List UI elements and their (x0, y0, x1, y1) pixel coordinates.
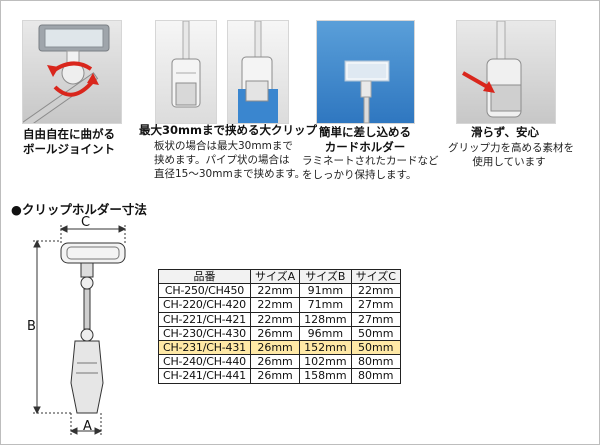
feature-3-desc-line: ラミネートされたカードなど (302, 155, 439, 167)
table-cell-size: 27mm (350, 311, 401, 327)
clip-photo-2 (227, 20, 289, 124)
ball-joint-illustration (23, 24, 110, 123)
feature-2-desc-line: 直径15～30mmまで挟めます。 (154, 168, 306, 180)
table-cell-size: 26mm (249, 325, 301, 341)
feature-4-description: グリップ力を高める素材を 使用しています (448, 141, 574, 169)
table-cell-model: CH-230/CH-430 (158, 325, 251, 341)
feature-4-title-line: 滑らず、安心 (471, 125, 539, 139)
clip-illustration-1 (171, 21, 201, 108)
table-cell-model: CH-250/CH450 (158, 283, 251, 299)
grip-photo (456, 20, 556, 124)
card-holder-photo (316, 20, 415, 124)
feature-2-title: 最大30mmまで挟める大クリップ (139, 123, 317, 138)
table-cell-size: 27mm (350, 297, 401, 313)
dimension-label-b: B (27, 319, 36, 334)
table-cell-size: 80mm (350, 368, 401, 384)
table-cell-size: 102mm (299, 354, 352, 370)
table-cell-model: CH-221/CH-421 (158, 311, 251, 327)
table-cell-model: CH-231/CH-431 (158, 339, 251, 356)
feature-2-desc-line: 挟めます。パイプ状の場合は (154, 154, 290, 166)
feature-1-title-line: 自由自在に曲がる (23, 127, 115, 141)
table-cell-size: 91mm (299, 283, 352, 299)
feature-4-desc-line: 使用しています (472, 156, 546, 168)
table-cell-size: 22mm (249, 283, 301, 299)
column-header-size-a: サイズA (249, 268, 301, 285)
clip-dimension-diagram (33, 225, 127, 435)
column-header-size-b: サイズB (299, 268, 352, 285)
table-cell-size: 22mm (350, 283, 401, 299)
table-cell-size: 22mm (249, 311, 301, 327)
table-cell-size: 26mm (249, 339, 301, 356)
table-cell-model: CH-241/CH-441 (158, 368, 251, 384)
table-cell-size: 50mm (350, 339, 401, 356)
feature-4-desc-line: グリップ力を高める素材を (448, 142, 574, 154)
feature-3-title: 簡単に差し込める カードホルダー (307, 125, 423, 155)
card-holder-illustration (344, 60, 390, 123)
table-cell-size: 80mm (350, 354, 401, 370)
feature-2-description: 板状の場合は最大30mmまで 挟めます。パイプ状の場合は 直径15～30mmまで… (154, 139, 305, 181)
table-cell-size: 158mm (299, 368, 352, 384)
feature-3-title-line: 簡単に差し込める (319, 125, 411, 139)
table-cell-size: 128mm (299, 311, 352, 327)
dimension-label-c: C (81, 215, 91, 230)
feature-2-title-line: 最大30mmまで挟める大クリップ (139, 123, 317, 137)
table-header-row: 品番 サイズA サイズB サイズC (158, 268, 401, 285)
table-cell-size: 50mm (350, 325, 401, 341)
feature-3-desc-line: をしっかり保持します。 (302, 169, 417, 181)
column-header-model: 品番 (158, 268, 251, 285)
feature-2-desc-line: 板状の場合は最大30mmまで (154, 140, 293, 152)
table-cell-size: 152mm (299, 339, 352, 356)
section-title: ●クリップホルダー寸法 (11, 202, 147, 217)
table-cell-model: CH-220/CH-420 (158, 297, 251, 313)
table-cell-size: 96mm (299, 325, 352, 341)
feature-3-description: ラミネートされたカードなど をしっかり保持します。 (302, 154, 439, 182)
table-cell-size: 71mm (299, 297, 352, 313)
feature-1-title: 自由自在に曲がる ボールジョイント (7, 127, 131, 157)
clip-photo-1 (155, 20, 217, 124)
clip-illustration-2 (238, 21, 278, 123)
feature-3-title-line: カードホルダー (324, 140, 406, 154)
column-header-size-c: サイズC (350, 268, 401, 285)
feature-4-title: 滑らず、安心 (456, 125, 554, 140)
table-cell-size: 26mm (249, 368, 301, 384)
table-cell-size: 22mm (249, 297, 301, 313)
table-cell-size: 26mm (249, 354, 301, 370)
grip-illustration (462, 21, 522, 118)
ball-joint-photo (22, 20, 122, 124)
table-cell-model: CH-240/CH-440 (158, 354, 251, 370)
dimension-label-a: A (83, 419, 92, 434)
feature-1-title-line: ボールジョイント (23, 142, 115, 156)
